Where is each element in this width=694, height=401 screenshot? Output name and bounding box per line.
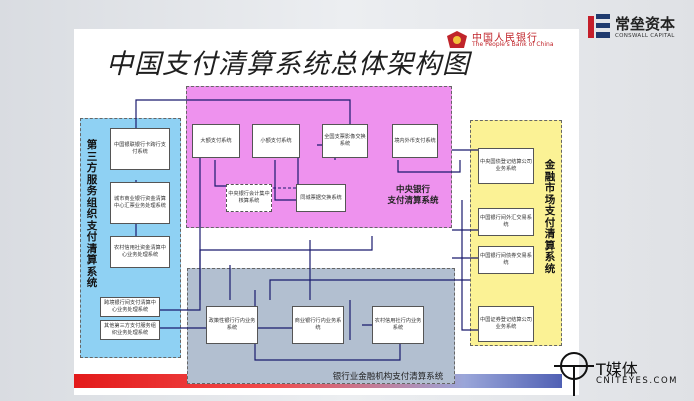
- tmedia-watermark: T媒体 CNITEYES.COM: [554, 348, 694, 400]
- pboc-name-en: The People's Bank of China: [472, 41, 554, 48]
- pboc-logo: 中国人民银行 The People's Bank of China: [446, 30, 576, 50]
- central-region-label: 中央银行 支付清算系统: [387, 185, 439, 206]
- bond-trading-box: 中国银行间债券交易系统: [478, 246, 534, 274]
- fx-trading-box: 中国银行间外汇交易系统: [478, 208, 534, 236]
- rural-credit-bank-box: 农村信用社行内业务系统: [372, 306, 424, 344]
- other-third-party-box: 其他第三方支付服务组织业务处理系统: [100, 320, 160, 340]
- conswall-mark-icon: [588, 14, 610, 38]
- pboc-emblem-icon: [447, 31, 467, 48]
- market-region-label: 金融市场支付清算系统: [544, 159, 556, 275]
- cross-border-clearing-box: 跨境银行间支付清算中心业务处理系统: [100, 297, 160, 317]
- conswall-name-en: CONSWALL CAPITAL: [615, 33, 675, 39]
- fx-payment-box: 境内外币支付系统: [392, 124, 438, 158]
- ccms-box: 全国支票影像交换系统: [322, 124, 368, 158]
- conswall-logo: 常垒资本 CONSWALL CAPITAL: [588, 14, 694, 48]
- conswall-name: 常垒资本: [615, 15, 676, 33]
- rural-credit-clearing-box: 农村信用社资金清算中心业务处理系统: [110, 236, 170, 268]
- tmedia-mark-icon: [554, 352, 594, 396]
- hvps-box: 大额支付系统: [192, 124, 240, 158]
- diagram-title: 中国支付清算系统总体架构图: [106, 49, 470, 80]
- city-bank-clearing-box: 城市商业银行资金清算中心汇票业务处理系统: [110, 182, 170, 224]
- tmedia-name: T媒体: [596, 360, 638, 379]
- ccdc-box: 中央国债登记结算公司业务系统: [478, 148, 534, 184]
- local-clearing-box: 同城票据交换系统: [296, 184, 346, 212]
- tmedia-site: CNITEYES.COM: [596, 376, 678, 386]
- bepps-box: 小额支付系统: [252, 124, 300, 158]
- csdc-box: 中国证券登记结算公司业务系统: [478, 306, 534, 342]
- pboc-name: 中国人民银行: [472, 33, 538, 44]
- policy-bank-box: 政策性银行行内业务系统: [206, 306, 258, 344]
- banking-region-label: 银行业金融机构支付清算系统: [332, 372, 444, 382]
- unionpay-box: 中国银联银行卡跨行支付系统: [110, 128, 170, 170]
- third-party-region-label: 第三方服务组织支付清算系统: [86, 139, 98, 289]
- central-accounting-box: 中央银行会计集中核算系统: [226, 184, 272, 212]
- commercial-bank-box: 商业银行行内业务系统: [292, 306, 344, 344]
